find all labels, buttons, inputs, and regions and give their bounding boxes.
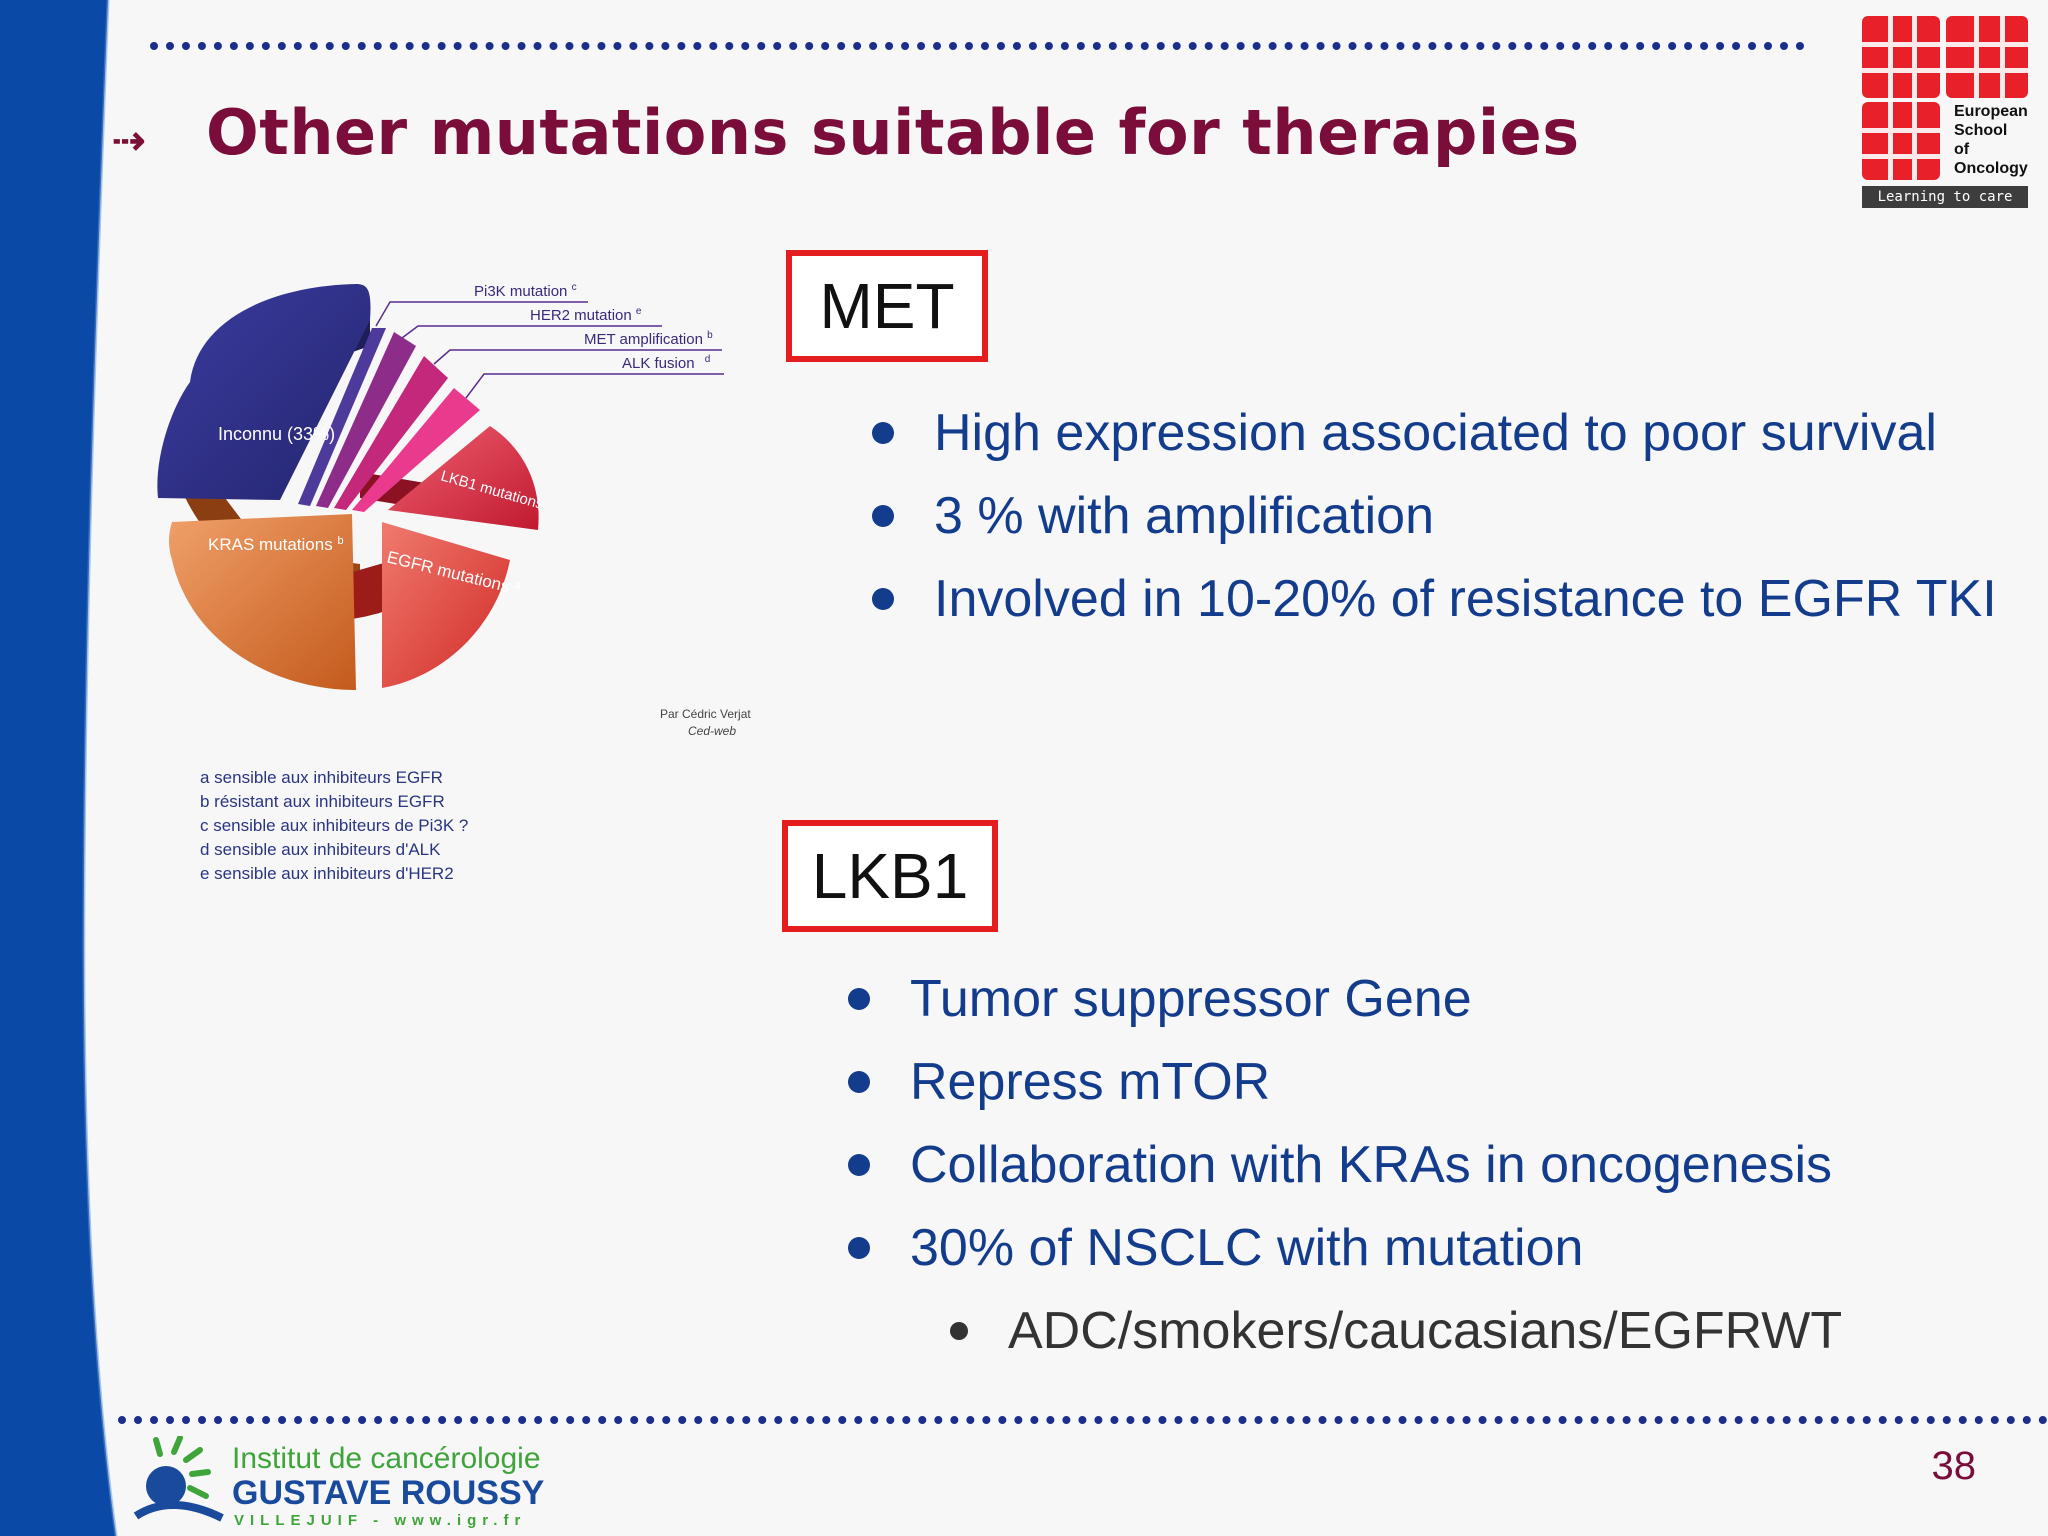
pie-label-kras-text: KRAS mutations: [208, 535, 333, 554]
bullet-dot-icon: [872, 422, 894, 444]
bullet-dot-icon: [848, 1071, 870, 1093]
pie-label-met-text: MET amplification: [584, 331, 703, 348]
slide-title: Other mutations suitable for therapies: [206, 96, 1580, 169]
legend-line-b: b résistant aux inhibiteurs EGFR: [200, 792, 445, 811]
lkb1-bullet-text: Repress mTOR: [910, 1053, 1271, 1111]
met-bullet-text: High expression associated to poor survi…: [934, 404, 1937, 462]
pie-slice-pi3k: [298, 328, 386, 506]
eso-tagline: Learning to care: [1862, 186, 2028, 208]
met-bullet-text: 3 % with amplification: [934, 487, 1434, 545]
chart-credit-site: Ced-web: [688, 724, 736, 738]
pie-label-kras-sup: b: [337, 535, 343, 547]
list-item: Collaboration with KRAs in oncogenesis: [848, 1132, 1998, 1198]
pie-label-pi3k: Pi3K mutation c: [474, 282, 577, 300]
bullet-dot-icon: [872, 588, 894, 610]
igr-name-line: GUSTAVE ROUSSY: [232, 1474, 545, 1512]
list-item: Involved in 10-20% of resistance to EGFR…: [872, 566, 2012, 632]
page-number: 38: [1931, 1444, 1977, 1488]
lkb1-bullet-text: Collaboration with KRAs in oncogenesis: [910, 1136, 1833, 1194]
bottom-dotted-rule: [118, 1416, 2048, 1424]
list-item: Repress mTOR: [848, 1049, 1998, 1115]
bullet-dot-icon: [848, 988, 870, 1010]
legend-line-e: e sensible aux inhibiteurs d'HER2: [200, 864, 454, 883]
pie-slice-egfr: [382, 522, 510, 688]
pie-label-alk-text: ALK fusion: [622, 355, 695, 372]
lkb1-sub-bullet-list: ADC/smokers/caucasians/EGFRWT: [950, 1298, 2000, 1364]
pie-label-alk: ALK fusion d: [622, 354, 710, 372]
pie-label-kras: KRAS mutations b: [208, 535, 344, 554]
lkb1-bullet-text: Tumor suppressor Gene: [910, 970, 1472, 1028]
pie-label-her2-sup: e: [636, 306, 642, 317]
igr-url-line: VILLEJUIF - www.igr.fr: [234, 1512, 527, 1529]
sub-bullet-dot-icon: [950, 1322, 968, 1340]
pie-label-met-sup: b: [707, 330, 713, 341]
eso-line: European: [1954, 103, 2028, 120]
eso-line: of: [1954, 141, 1970, 158]
bullet-dot-icon: [872, 505, 894, 527]
list-item: 30% of NSCLC with mutation: [848, 1215, 1998, 1281]
pie-label-her2: HER2 mutation e: [530, 306, 642, 324]
met-heading-box: MET: [786, 250, 988, 362]
lkb1-sub-bullet-text: ADC/smokers/caucasians/EGFRWT: [1008, 1302, 1843, 1360]
pie-label-her2-text: HER2 mutation: [530, 307, 632, 324]
lkb1-bullet-text: 30% of NSCLC with mutation: [910, 1219, 1584, 1277]
pie-slice-unknown: [157, 284, 371, 500]
pie-label-met: MET amplification b: [584, 330, 713, 348]
met-bullet-list: High expression associated to poor survi…: [872, 400, 2012, 649]
chart-credit-author: Par Cédric Verjat: [660, 707, 751, 721]
igr-sun-icon: [133, 1436, 224, 1522]
legend-line-a: a sensible aux inhibiteurs EGFR: [200, 768, 443, 787]
met-bullet-text: Involved in 10-20% of resistance to EGFR…: [934, 570, 1997, 628]
pie-slice-lkb1: [388, 426, 539, 530]
legend-line-d: d sensible aux inhibiteurs d'ALK: [200, 840, 441, 859]
bullet-dot-icon: [848, 1154, 870, 1176]
igr-institute-line: Institut de cancérologie: [232, 1442, 541, 1475]
pie-slice-her2: [316, 332, 416, 508]
pie-label-unknown: Inconnu (33%): [218, 424, 335, 444]
list-item: High expression associated to poor survi…: [872, 400, 2012, 466]
lkb1-bullet-list: Tumor suppressor Gene Repress mTOR Colla…: [848, 966, 1998, 1298]
list-item: ADC/smokers/caucasians/EGFRWT: [950, 1298, 2000, 1364]
list-item: 3 % with amplification: [872, 483, 2012, 549]
mutation-pie-chart: Inconnu (33%) KRAS mutations b EGFR muta…: [157, 282, 751, 738]
eso-logo-mark: [1862, 16, 2028, 180]
list-item: Tumor suppressor Gene: [848, 966, 1998, 1032]
pie-label-egfr-sup: a: [513, 579, 523, 592]
lkb1-heading-box: LKB1: [782, 820, 998, 932]
legend-line-c: c sensible aux inhibiteurs de Pi3K ?: [200, 816, 469, 835]
bullet-dot-icon: [848, 1237, 870, 1259]
eso-name: European School of Oncology: [1954, 102, 2028, 178]
pie-slice-met: [334, 356, 448, 510]
eso-line: School: [1954, 122, 2008, 139]
top-dotted-rule: [150, 42, 1805, 50]
pie-label-alk-sup: d: [705, 354, 711, 365]
pie-label-pi3k-sup: c: [572, 282, 577, 293]
pie-slice-alk: [352, 388, 480, 512]
eso-line: Oncology: [1954, 160, 2028, 177]
pie-label-pi3k-text: Pi3K mutation: [474, 283, 567, 300]
title-arrow-icon: ⇢: [112, 119, 146, 163]
pie-slice-kras: [169, 514, 356, 690]
